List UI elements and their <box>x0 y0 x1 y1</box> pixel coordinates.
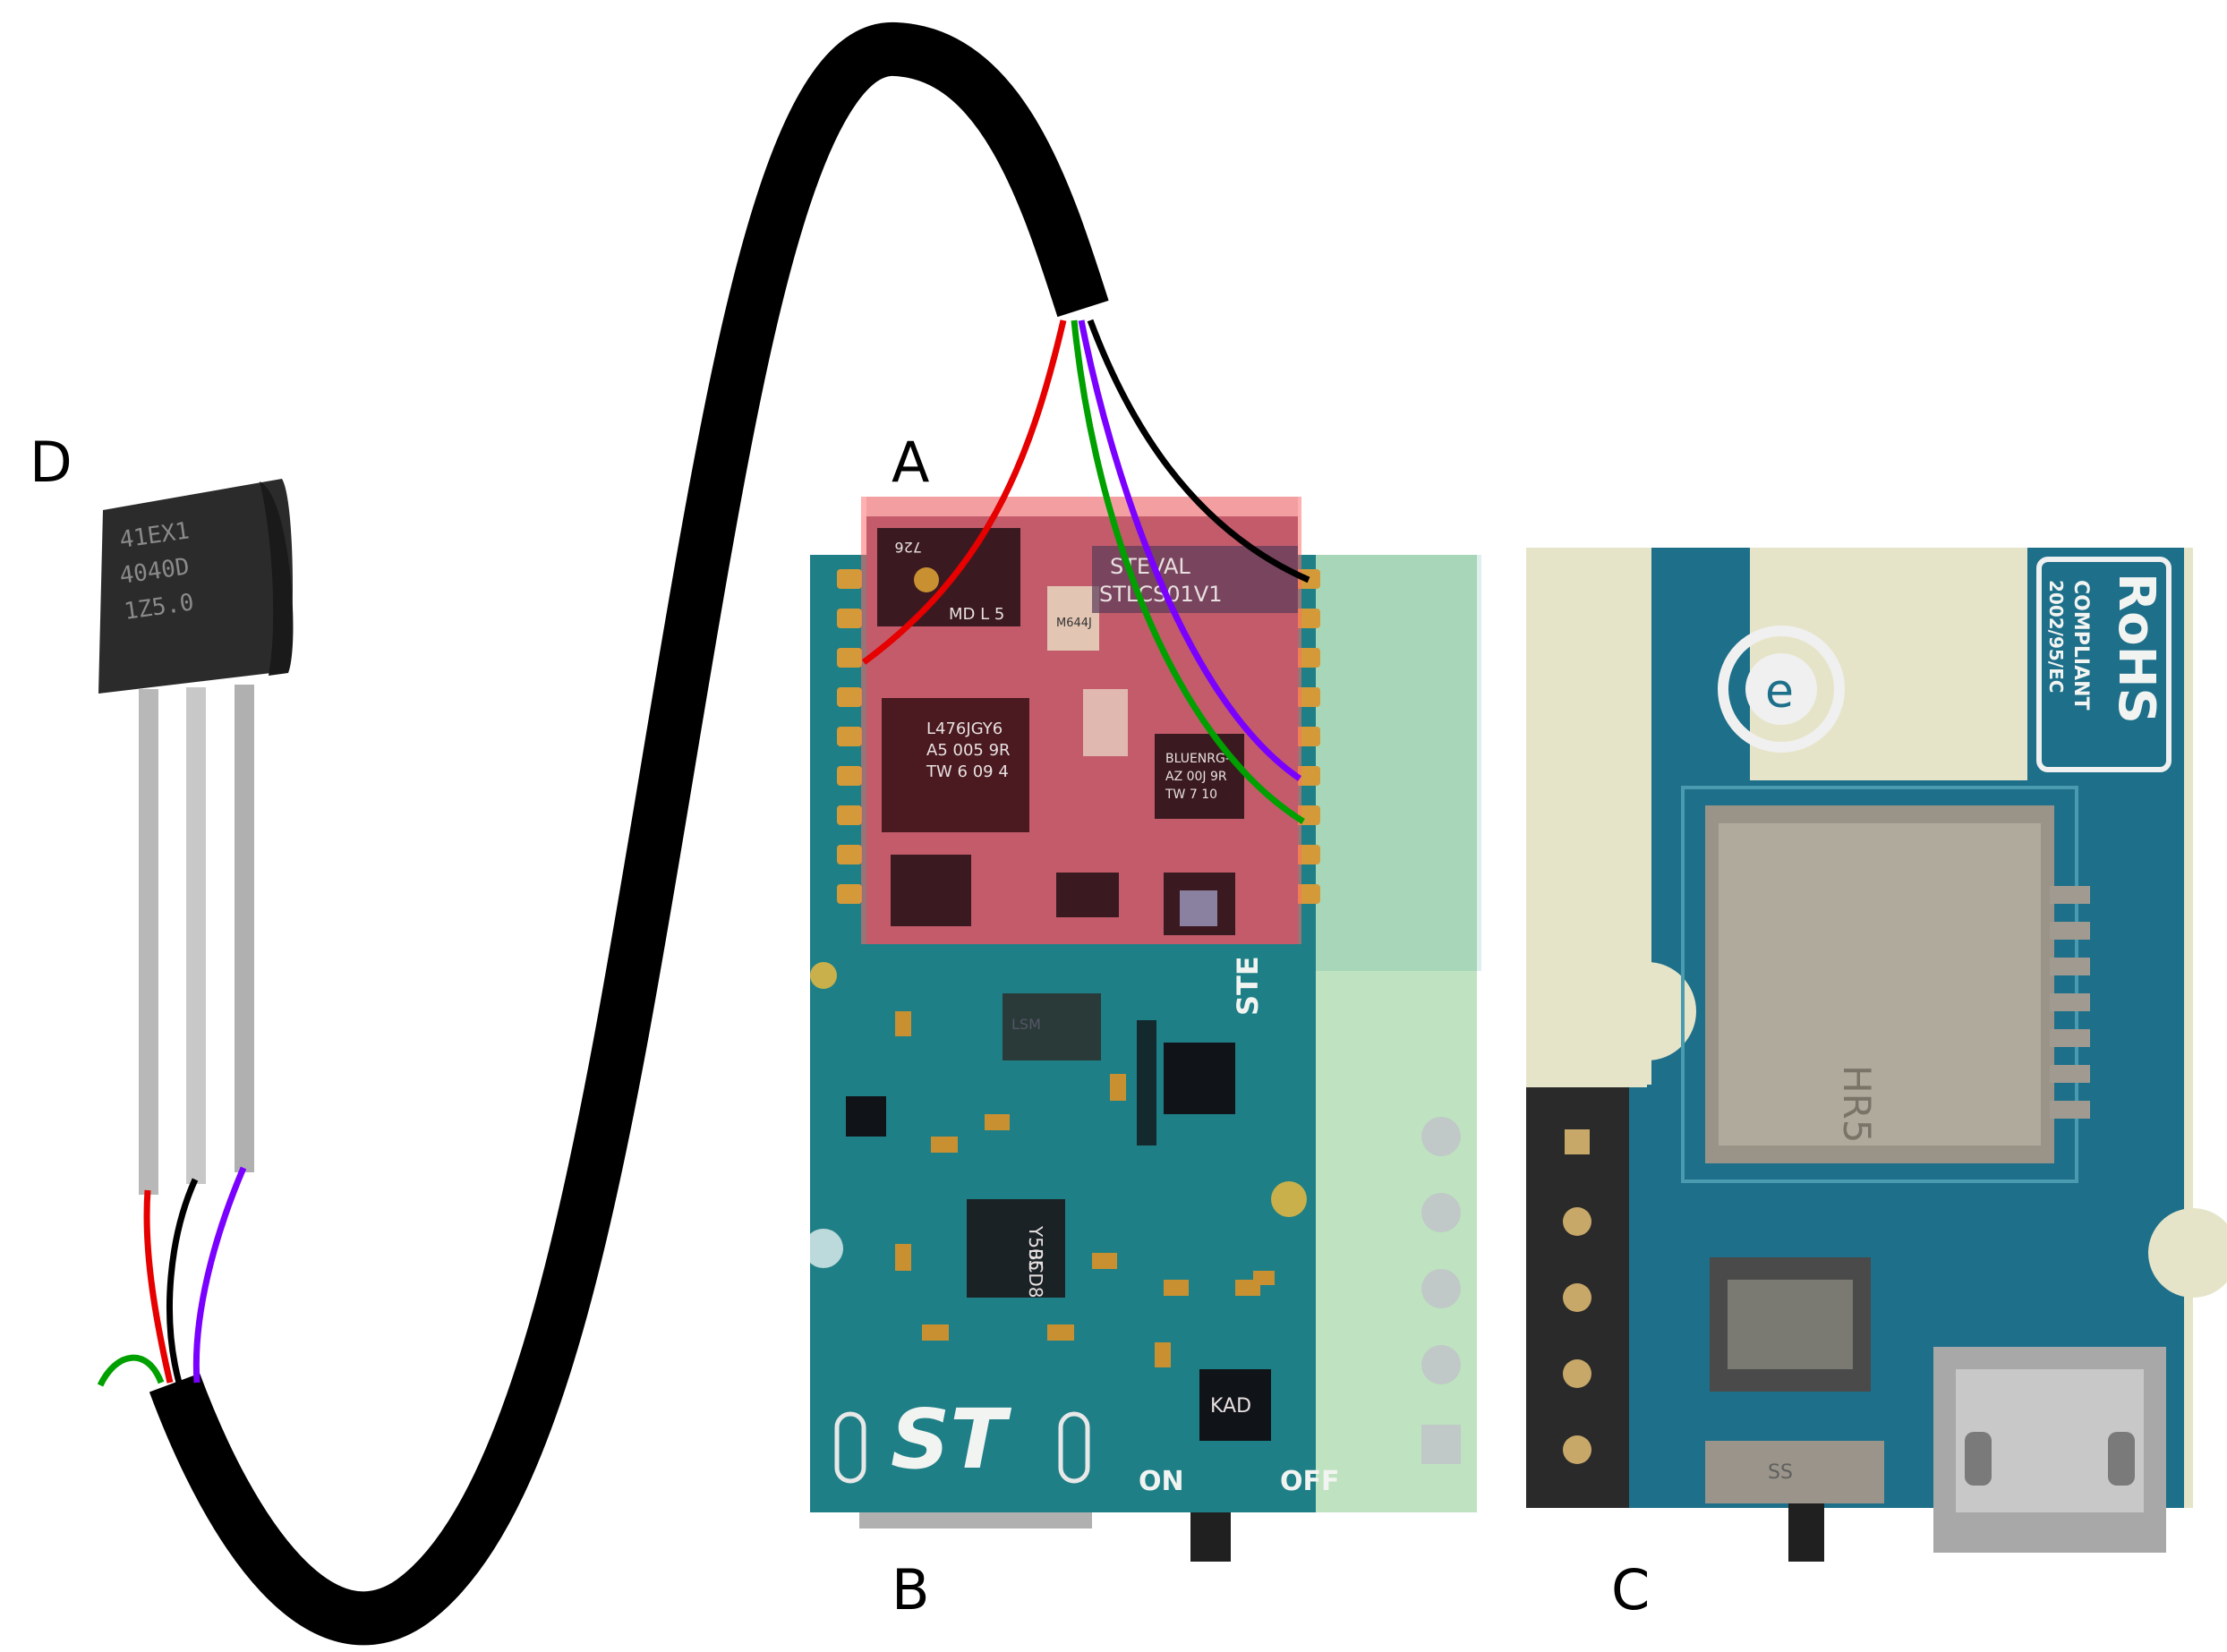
to92-sensor: 41EX1 4040D 1Z5.0 <box>98 479 294 1195</box>
mcu-marking-line3: TW 6 09 4 <box>926 762 1009 781</box>
svg-text:HR5: HR5 <box>1835 1065 1879 1144</box>
svg-text:RoHS: RoHS <box>2107 573 2165 724</box>
pin-header-b <box>1421 1117 1461 1464</box>
switch-label-on: ON <box>1139 1466 1184 1497</box>
chip-small-marking: MD L 5 <box>949 605 1004 624</box>
ble-marking-line3: TW 7 10 <box>1165 788 1217 802</box>
svg-text:2002/95/EC: 2002/95/EC <box>2045 580 2067 693</box>
rohs-badge: RoHS COMPLIANT 2002/95/EC <box>2036 557 2172 772</box>
power-switch <box>1190 1512 1231 1562</box>
side-silk-ste: STE <box>1231 956 1265 1016</box>
label-b: B <box>892 1557 930 1622</box>
chip-code-726: 726 <box>894 539 922 556</box>
label-a: A <box>892 430 930 495</box>
slide-switch-c: SS <box>1705 1441 1884 1562</box>
label-c: C <box>1611 1557 1651 1622</box>
label-d: D <box>30 430 73 495</box>
module-pads-left <box>837 569 862 904</box>
svg-text:e: e <box>1765 665 1794 719</box>
mcu-marking-line1: L476JGY6 <box>926 720 1003 738</box>
usb-connector <box>1933 1347 2166 1553</box>
svg-text:SS: SS <box>1768 1461 1793 1484</box>
chip-code-kad: KAD <box>1210 1395 1251 1418</box>
microsd-slot: HR5 <box>1681 786 2090 1183</box>
crystal-marking: M644J <box>1056 617 1092 630</box>
pin-header-c <box>1526 1087 1629 1508</box>
ble-marking-line1: BLUENRG- <box>1165 752 1230 766</box>
recycle-e-icon: e <box>1718 626 1845 753</box>
svg-text:COMPLIANT: COMPLIANT <box>2069 580 2092 711</box>
st-logo: ST <box>891 1392 1011 1487</box>
board-c: e RoHS COMPLIANT 2002/95/EC HR5 <box>1526 548 2227 1562</box>
mcu-marking-line2: A5 005 9R <box>926 741 1011 760</box>
svg-text:ST: ST <box>891 1392 1011 1487</box>
chip-code-y505: Y505 <box>1025 1225 1046 1271</box>
ble-marking-line2: AZ 00J 9R <box>1165 770 1227 784</box>
smd-parts-b <box>895 1011 1275 1367</box>
wires-module-end <box>861 319 1310 824</box>
cable <box>149 22 1109 1646</box>
svg-text:LSM: LSM <box>1011 1016 1041 1033</box>
chip-code-bcd8: BCD8 <box>1025 1248 1046 1298</box>
wires-sensor-end <box>97 1166 247 1387</box>
switch-label-off: OFF <box>1280 1466 1340 1497</box>
board-b: 726 MD L 5 M644J STEVAL STLCS01V1 L476JG… <box>804 497 1481 1562</box>
